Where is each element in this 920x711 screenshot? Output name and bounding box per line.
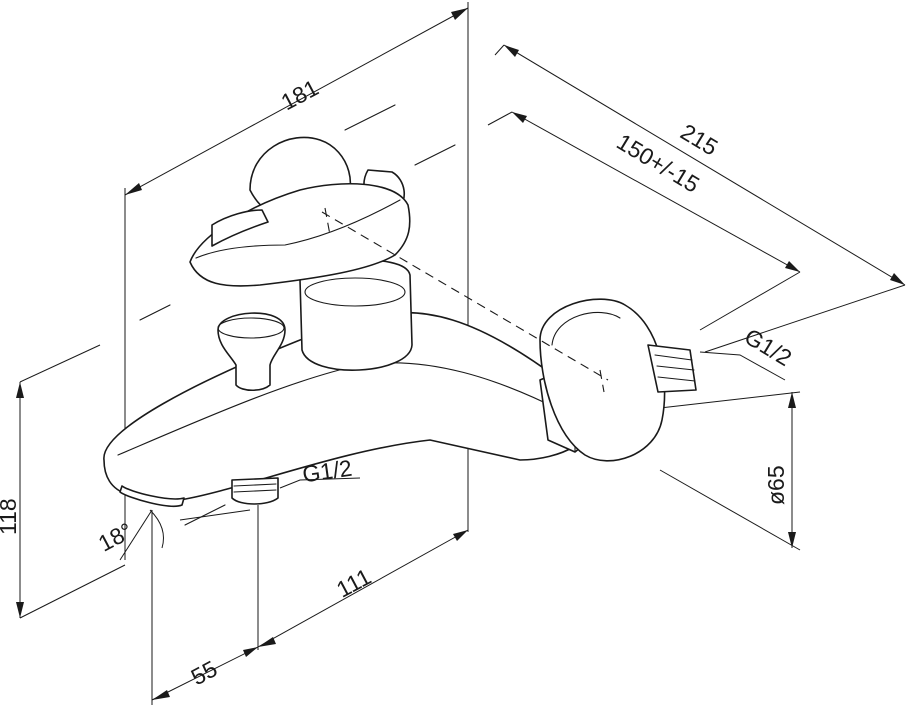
height-label: 118 <box>0 498 21 535</box>
dimension-lines <box>16 7 906 701</box>
center-line <box>321 211 609 381</box>
outlet-thread-label: G1/2 <box>301 455 354 488</box>
extension-lines <box>19 2 906 705</box>
wall-flange <box>539 298 666 462</box>
dim-111-label: 111 <box>332 563 375 602</box>
spout-aerator <box>119 485 185 507</box>
dim-215-label: 215 <box>676 119 722 161</box>
inlet-thread-label: G1/2 <box>740 323 796 371</box>
flange-diameter-label: ø65 <box>763 465 789 505</box>
faucet-body <box>103 136 697 507</box>
spout-angle-label: 18° <box>94 517 137 556</box>
lever-tip <box>211 209 269 247</box>
lever-handle <box>189 182 411 287</box>
diverter-knob <box>217 312 286 392</box>
dim-55-label: 55 <box>187 655 222 690</box>
